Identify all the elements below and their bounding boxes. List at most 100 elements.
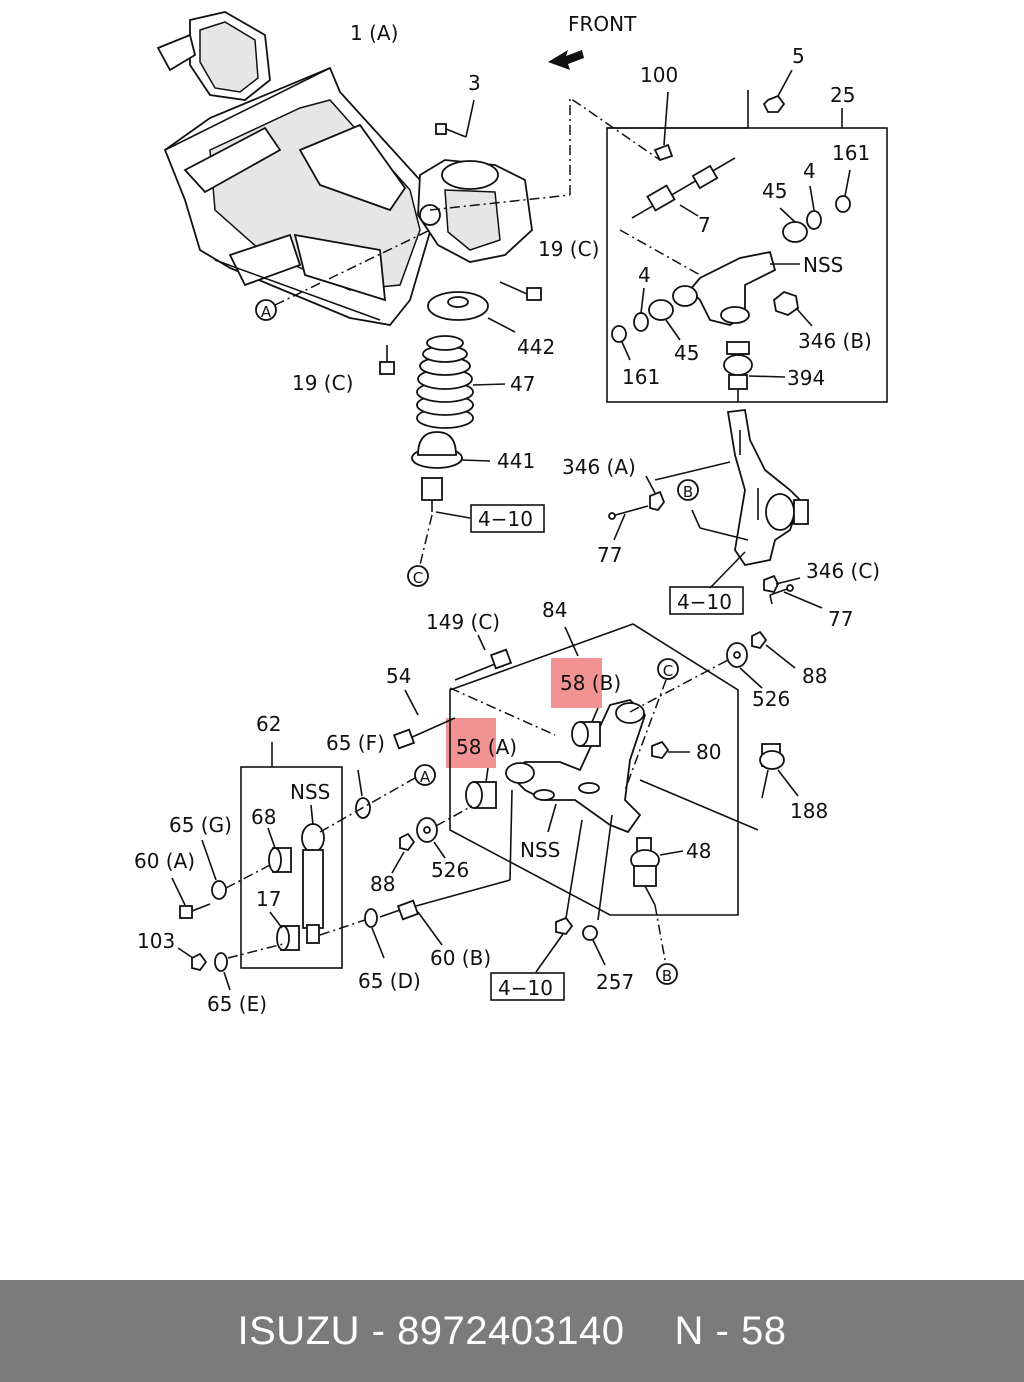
bushing-17 [269, 911, 300, 951]
label-48: 48 [686, 839, 711, 863]
label-47: 47 [510, 372, 535, 396]
label-58b: 58 (B) [560, 671, 621, 695]
bump-seat-441 [411, 431, 491, 469]
label-45-upper: 45 [762, 179, 787, 203]
label-77b: 77 [828, 607, 853, 631]
nut-161-lower [611, 325, 631, 361]
label-442: 442 [517, 335, 555, 359]
bolt-54 [392, 689, 456, 750]
label-77a: 77 [597, 543, 622, 567]
svg-text:A: A [261, 303, 272, 321]
washer-4-upper [806, 185, 822, 230]
frame-crossmember [156, 11, 431, 326]
label-65f: 65 (F) [326, 731, 385, 755]
label-441: 441 [497, 449, 535, 473]
footer-bar: ISUZU - 8972403140 N - 58 [0, 1280, 1024, 1382]
svg-text:A: A [420, 768, 431, 786]
marker-a-frame: A [255, 299, 277, 321]
label-68: 68 [251, 805, 276, 829]
nut-80 [651, 740, 690, 759]
label-88-right: 88 [802, 664, 827, 688]
bolt-149c [454, 634, 513, 681]
washer-4-lower [633, 287, 649, 332]
ball-joint-48 [630, 837, 684, 961]
label-80: 80 [696, 740, 721, 764]
bumper-stud [419, 477, 471, 566]
leader-frame-100 [429, 194, 571, 211]
highlight-58b [551, 658, 602, 708]
bushing-45-upper [779, 207, 808, 243]
leader-149c [449, 687, 556, 736]
nut-161-upper [835, 169, 851, 213]
label-149c: 149 (C) [426, 610, 500, 634]
label-100: 100 [640, 63, 678, 87]
bolt-19c-right [499, 281, 542, 301]
label-19c-left: 19 (C) [292, 371, 353, 395]
bushing-45-lower [648, 299, 681, 341]
marker-c-bumper: C [407, 565, 429, 587]
bushing-58b [571, 707, 601, 747]
nut-88-left [391, 832, 416, 874]
label-1a: 1 (A) [350, 21, 398, 45]
label-161-lower: 161 [622, 365, 660, 389]
front-label: FRONT [568, 12, 637, 36]
svg-text:B: B [683, 483, 693, 501]
label-346b: 346 (B) [798, 329, 872, 353]
front-arrow-icon [548, 50, 584, 70]
nut-346a [645, 475, 666, 512]
footer-part-number: ISUZU - 8972403140 [237, 1308, 625, 1353]
nut-346c [763, 574, 801, 594]
label-103: 103 [137, 929, 175, 953]
svg-text:C: C [663, 662, 673, 680]
cotter-pin-77b [769, 584, 823, 609]
label-nss-shock: NSS [290, 780, 330, 804]
shock-box-62 [240, 766, 343, 969]
label-5: 5 [792, 44, 805, 68]
marker-c-lower: C [657, 658, 679, 680]
bushing-58a [465, 767, 497, 809]
label-410-knuckle: 4−10 [677, 590, 732, 614]
ref-box-410-lower [490, 972, 565, 1001]
leader-100-box [569, 96, 661, 195]
label-25: 25 [830, 83, 855, 107]
label-346c: 346 (C) [806, 559, 880, 583]
nut-103 [177, 947, 208, 972]
label-410-bumper: 4−10 [478, 507, 533, 531]
label-4-upper: 4 [803, 159, 816, 183]
bushing-68 [267, 827, 292, 873]
label-nss-upper: NSS [803, 253, 843, 277]
label-62: 62 [256, 712, 281, 736]
label-526-right: 526 [752, 687, 790, 711]
nut-346b [773, 290, 813, 327]
bolt-60a [171, 877, 211, 919]
label-65g: 65 (G) [169, 813, 232, 837]
steering-knuckle [654, 409, 809, 567]
cotter-pin-77a [608, 505, 649, 541]
svg-text:B: B [662, 967, 672, 985]
lower-arm-box-84 [449, 623, 739, 916]
washer-65d [319, 908, 385, 959]
nut-5 [762, 69, 793, 113]
tie-rod-end-188 [639, 743, 799, 831]
label-188: 188 [790, 799, 828, 823]
washer-65e [214, 943, 284, 991]
label-54: 54 [386, 664, 411, 688]
marker-b-knuckle: B [677, 479, 699, 501]
label-394: 394 [787, 366, 825, 390]
bump-stopper-47 [416, 335, 506, 429]
label-88-left: 88 [370, 872, 395, 896]
bracket-100 [653, 91, 674, 162]
washer-526-right [629, 642, 763, 713]
lower-arm-nss [505, 699, 647, 834]
label-3: 3 [468, 71, 481, 95]
label-45-lower: 45 [674, 341, 699, 365]
highlight-58a [446, 718, 496, 768]
washer-526-left [416, 805, 473, 859]
bolt-19c-left [379, 345, 395, 375]
label-nss-lower: NSS [520, 838, 560, 862]
suspension-parts-diagram: FRONT [134, 11, 888, 1016]
label-257: 257 [596, 970, 634, 994]
washer-65f [319, 769, 416, 833]
label-7: 7 [698, 213, 711, 237]
label-60a: 60 (A) [134, 849, 195, 873]
